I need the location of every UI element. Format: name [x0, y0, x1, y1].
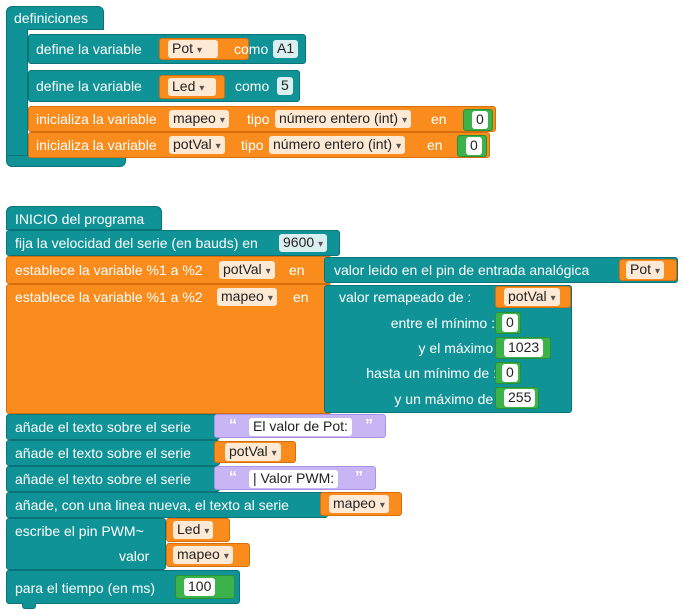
definiciones-body [6, 29, 28, 157]
en-label: en [289, 262, 305, 278]
variable-field[interactable]: mapeo [329, 495, 389, 513]
map-source-block[interactable]: potVal [495, 286, 571, 308]
text-block[interactable]: “ El valor de Pot: ” [214, 414, 386, 438]
open-quote-icon: “ [229, 469, 237, 486]
en-label: en [427, 137, 443, 153]
init-variable-potval-block[interactable]: inicializa la variable potVal tipo númer… [28, 132, 490, 158]
baud-rate-field[interactable]: 9600 [279, 234, 328, 252]
map-to-max-label: y un máximo de : [394, 391, 501, 407]
definiciones-block[interactable]: definiciones [6, 6, 104, 30]
map-min-label: entre el mínimo : [390, 315, 495, 331]
set-variable-mapeo-block[interactable]: establece la variable %1 a %2 mapeo en [6, 284, 332, 414]
define-variable-label: define la variable [36, 78, 142, 94]
map-to-min-field[interactable]: 0 [502, 364, 518, 382]
analog-pin-field[interactable]: Pot [626, 261, 665, 279]
inicio-programa-title: INICIO del programa [15, 211, 145, 227]
pwm-pin-block[interactable]: Led [166, 518, 230, 542]
define-variable-pot-block[interactable]: define la variable Pot como A1 [28, 34, 306, 64]
define-value-field[interactable]: 5 [277, 77, 293, 95]
text-field[interactable]: | Valor PWM: [249, 470, 339, 488]
como-label: como [234, 41, 269, 57]
delay-block[interactable]: para el tiempo (en ms) 100 [6, 570, 240, 604]
serial-print-block[interactable]: añade el texto sobre el serie [6, 440, 220, 466]
serial-println-block[interactable]: añade, con una linea nueva, el texto al … [6, 492, 328, 518]
pwm-write-block[interactable]: escribe el pin PWM~ valor [6, 518, 166, 570]
map-min-field[interactable]: 0 [502, 314, 518, 332]
map-to-max-block[interactable]: 255 [495, 387, 539, 409]
variable-name-field[interactable]: Pot [168, 40, 218, 58]
define-variable-led-block[interactable]: define la variable Led como 5 [28, 70, 300, 102]
delay-value-field[interactable]: 100 [184, 578, 216, 596]
serial-print-block[interactable]: añade el texto sobre el serie [6, 414, 220, 440]
serial-speed-label: fija la velocidad del serie (en bauds) e… [15, 235, 258, 251]
text-field[interactable]: El valor de Pot: [249, 418, 352, 436]
init-value-block[interactable]: 0 [463, 109, 493, 131]
set-variable-label: establece la variable %1 a %2 [15, 289, 203, 305]
init-value-block[interactable]: 0 [457, 135, 487, 157]
set-variable-label: establece la variable %1 a %2 [15, 262, 203, 278]
variable-name-field[interactable]: Led [168, 78, 216, 96]
definiciones-title: definiciones [14, 10, 88, 26]
analog-read-block[interactable]: valor leido en el pin de entrada analógi… [324, 257, 678, 283]
map-max-block[interactable]: 1023 [495, 337, 551, 359]
pwm-pin-field[interactable]: Led [173, 521, 214, 539]
close-quote-icon: ” [365, 417, 373, 434]
serial-print-label: añade el texto sobre el serie [15, 445, 191, 461]
pwm-value-block[interactable]: mapeo [166, 543, 250, 567]
analog-read-label: valor leido en el pin de entrada analógi… [334, 262, 590, 278]
map-max-label: y el máximo : [418, 340, 501, 356]
tipo-label: tipo [247, 111, 270, 127]
map-block[interactable]: valor remapeado de : potVal entre el mín… [324, 285, 572, 413]
init-type-field[interactable]: número entero (int) [269, 136, 406, 154]
init-variable-label: inicializa la variable [36, 111, 157, 127]
define-value-field[interactable]: A1 [273, 40, 299, 58]
init-type-field[interactable]: número entero (int) [275, 110, 412, 128]
pwm-write-label: escribe el pin PWM~ [15, 523, 144, 539]
delay-block-notch [22, 603, 36, 609]
init-variable-mapeo-block[interactable]: inicializa la variable mapeo tipo número… [28, 106, 496, 132]
serial-print-label: añade el texto sobre el serie [15, 419, 191, 435]
analog-pin-block[interactable]: Pot [619, 259, 677, 281]
en-label: en [293, 289, 309, 305]
tipo-label: tipo [241, 137, 264, 153]
map-source-field[interactable]: potVal [504, 288, 560, 306]
text-block[interactable]: “ | Valor PWM: ” [214, 466, 376, 490]
set-variable-name-field[interactable]: potVal [219, 261, 275, 279]
define-variable-label: define la variable [36, 41, 142, 57]
variable-name-block[interactable]: Led [159, 75, 225, 99]
pwm-value-field[interactable]: mapeo [173, 546, 233, 564]
pwm-value-label: valor [119, 548, 150, 564]
close-quote-icon: ” [355, 469, 363, 486]
serial-speed-block[interactable]: fija la velocidad del serie (en bauds) e… [6, 230, 340, 256]
variable-block[interactable]: mapeo [320, 492, 402, 516]
inicio-programa-block[interactable]: INICIO del programa [6, 206, 162, 230]
map-to-min-block[interactable]: 0 [495, 362, 521, 384]
serial-println-label: añade, con una linea nueva, el texto al … [15, 497, 289, 513]
en-label: en [431, 111, 447, 127]
map-max-field[interactable]: 1023 [504, 339, 544, 357]
como-label: como [235, 78, 270, 94]
set-variable-potval-block[interactable]: establece la variable %1 a %2 potVal en [6, 256, 332, 284]
serial-print-label: añade el texto sobre el serie [15, 471, 191, 487]
variable-block[interactable]: potVal [214, 441, 296, 463]
map-to-min-label: hasta un mínimo de : [366, 365, 497, 381]
init-value-field[interactable]: 0 [472, 111, 488, 129]
init-value-field[interactable]: 0 [466, 137, 482, 155]
set-variable-name-field[interactable]: mapeo [217, 288, 277, 306]
serial-print-block[interactable]: añade el texto sobre el serie [6, 466, 220, 492]
delay-value-block[interactable]: 100 [175, 575, 235, 599]
init-variable-name-field[interactable]: potVal [169, 136, 225, 154]
open-quote-icon: “ [229, 417, 237, 434]
delay-label: para el tiempo (en ms) [15, 580, 156, 596]
init-variable-name-field[interactable]: mapeo [169, 110, 229, 128]
variable-name-block[interactable]: Pot [159, 38, 249, 60]
map-to-max-field[interactable]: 255 [504, 389, 536, 407]
map-min-block[interactable]: 0 [495, 312, 521, 334]
variable-field[interactable]: potVal [225, 443, 281, 461]
init-variable-label: inicializa la variable [36, 137, 157, 153]
map-label: valor remapeado de : [339, 289, 472, 305]
